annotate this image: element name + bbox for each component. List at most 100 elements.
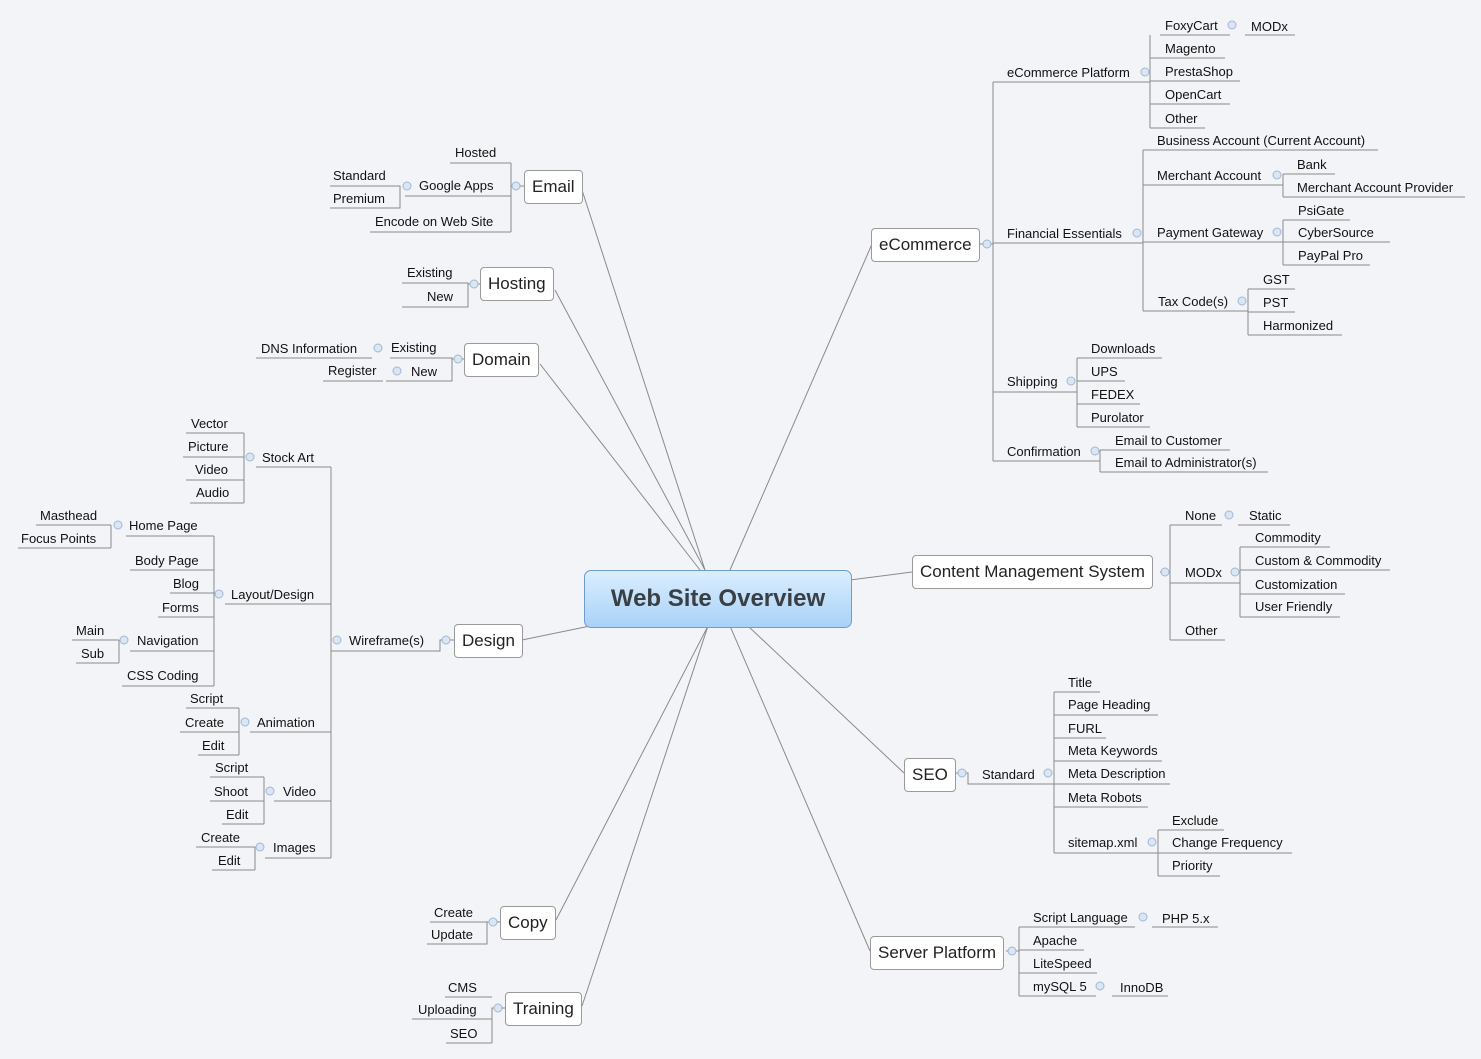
topic-copy[interactable]: Copy — [500, 906, 556, 940]
ecom-shipping[interactable]: Shipping — [1007, 374, 1058, 389]
seo-sitemap[interactable]: sitemap.xml — [1068, 835, 1138, 850]
gateway-psigate[interactable]: PsiGate — [1298, 203, 1345, 218]
sitemap-exclude[interactable]: Exclude — [1172, 813, 1219, 828]
modx-commodity[interactable]: Commodity — [1255, 530, 1321, 545]
topic-domain[interactable]: Domain — [464, 343, 539, 377]
layout-navigation[interactable]: Navigation — [137, 633, 199, 648]
platform-modx[interactable]: MODx — [1251, 19, 1288, 34]
server-script[interactable]: Script Language — [1033, 910, 1128, 925]
server-apache[interactable]: Apache — [1033, 933, 1078, 948]
seo-keywords[interactable]: Meta Keywords — [1068, 743, 1158, 758]
merchant-provider[interactable]: Merchant Account Provider — [1297, 180, 1454, 195]
layout-css[interactable]: CSS Coding — [127, 668, 199, 683]
confirm-customer[interactable]: Email to Customer — [1115, 433, 1222, 448]
stock-audio[interactable]: Audio — [196, 485, 230, 500]
platform-magento[interactable]: Magento — [1165, 41, 1216, 56]
email-encode[interactable]: Encode on Web Site — [375, 214, 494, 229]
nav-sub[interactable]: Sub — [81, 646, 105, 661]
tax-pst[interactable]: PST — [1263, 295, 1289, 310]
domain-dns[interactable]: DNS Information — [261, 341, 358, 356]
ecom-platform[interactable]: eCommerce Platform — [1007, 65, 1130, 80]
hosting-new[interactable]: New — [427, 289, 454, 304]
cms-other[interactable]: Other — [1185, 623, 1218, 638]
cms-none[interactable]: None — [1185, 508, 1217, 523]
platform-foxycart[interactable]: FoxyCart — [1165, 18, 1218, 33]
ecom-financial[interactable]: Financial Essentials — [1007, 226, 1122, 241]
layout-home-page[interactable]: Home Page — [129, 518, 198, 533]
design-video[interactable]: Video — [283, 784, 317, 799]
images-edit[interactable]: Edit — [218, 853, 241, 868]
topic-seo[interactable]: SEO — [904, 758, 956, 792]
platform-other[interactable]: Other — [1165, 111, 1198, 126]
confirm-admin[interactable]: Email to Administrator(s) — [1115, 455, 1257, 470]
home-focus-points[interactable]: Focus Points — [21, 531, 97, 546]
seo-title[interactable]: Title — [1068, 675, 1093, 690]
modx-custom[interactable]: Custom & Commodity — [1255, 553, 1382, 568]
animation-edit[interactable]: Edit — [202, 738, 225, 753]
design-layout[interactable]: Layout/Design — [231, 587, 315, 602]
topic-email[interactable]: Email — [524, 170, 583, 204]
stock-video[interactable]: Video — [195, 462, 229, 477]
layout-body-page[interactable]: Body Page — [135, 553, 199, 568]
gateway-cybersource[interactable]: CyberSource — [1298, 225, 1374, 240]
topic-cms[interactable]: Content Management System — [912, 555, 1153, 589]
root-topic[interactable]: Web Site Overview — [584, 570, 852, 628]
server-litespeed[interactable]: LiteSpeed — [1033, 956, 1092, 971]
animation-script[interactable]: Script — [190, 691, 224, 706]
merchant-bank[interactable]: Bank — [1297, 157, 1327, 172]
video-shoot[interactable]: Shoot — [214, 784, 248, 799]
design-wireframes[interactable]: Wireframe(s) — [349, 633, 425, 648]
design-animation[interactable]: Animation — [257, 715, 315, 730]
shipping-purolator[interactable]: Purolator — [1091, 410, 1144, 425]
ecom-confirmation[interactable]: Confirmation — [1007, 444, 1081, 459]
seo-heading[interactable]: Page Heading — [1068, 697, 1151, 712]
topic-hosting[interactable]: Hosting — [480, 267, 554, 301]
sitemap-priority[interactable]: Priority — [1172, 858, 1213, 873]
financial-gateway[interactable]: Payment Gateway — [1157, 225, 1264, 240]
video-script[interactable]: Script — [215, 760, 249, 775]
copy-create[interactable]: Create — [434, 905, 474, 920]
hosting-existing[interactable]: Existing — [407, 265, 453, 280]
financial-tax[interactable]: Tax Code(s) — [1158, 294, 1229, 309]
copy-update[interactable]: Update — [431, 927, 473, 942]
training-uploading[interactable]: Uploading — [418, 1002, 477, 1017]
topic-training[interactable]: Training — [505, 992, 582, 1026]
design-stock-art[interactable]: Stock Art — [262, 450, 315, 465]
stock-picture[interactable]: Picture — [188, 439, 229, 454]
animation-create[interactable]: Create — [185, 715, 225, 730]
nav-main[interactable]: Main — [76, 623, 105, 638]
server-mysql[interactable]: mySQL 5 — [1033, 979, 1087, 994]
modx-friendly[interactable]: User Friendly — [1255, 599, 1333, 614]
training-cms[interactable]: CMS — [448, 980, 477, 995]
platform-opencart[interactable]: OpenCart — [1165, 87, 1222, 102]
financial-business[interactable]: Business Account (Current Account) — [1157, 133, 1366, 148]
shipping-fedex[interactable]: FEDEX — [1091, 387, 1135, 402]
images-create[interactable]: Create — [201, 830, 241, 845]
cms-modx[interactable]: MODx — [1185, 565, 1222, 580]
email-hosted[interactable]: Hosted — [455, 145, 497, 160]
modx-customization[interactable]: Customization — [1255, 577, 1338, 592]
design-images[interactable]: Images — [273, 840, 316, 855]
topic-server-platform[interactable]: Server Platform — [870, 936, 1005, 970]
cms-static[interactable]: Static — [1249, 508, 1282, 523]
seo-standard[interactable]: Standard — [982, 767, 1035, 782]
domain-existing[interactable]: Existing — [391, 340, 437, 355]
sitemap-change[interactable]: Change Frequency — [1172, 835, 1283, 850]
tax-harmonized[interactable]: Harmonized — [1263, 318, 1334, 333]
domain-new[interactable]: New — [411, 364, 438, 379]
video-edit[interactable]: Edit — [226, 807, 249, 822]
email-premium[interactable]: Premium — [333, 191, 386, 206]
home-masthead[interactable]: Masthead — [40, 508, 98, 523]
training-seo[interactable]: SEO — [450, 1026, 478, 1041]
platform-prestashop[interactable]: PrestaShop — [1165, 64, 1233, 79]
layout-blog[interactable]: Blog — [173, 576, 200, 591]
email-standard[interactable]: Standard — [333, 168, 386, 183]
seo-description[interactable]: Meta Description — [1068, 766, 1166, 781]
shipping-ups[interactable]: UPS — [1091, 364, 1118, 379]
email-google-apps[interactable]: Google Apps — [419, 178, 494, 193]
domain-register[interactable]: Register — [328, 363, 377, 378]
gateway-paypal[interactable]: PayPal Pro — [1298, 248, 1364, 263]
layout-forms[interactable]: Forms — [162, 600, 199, 615]
financial-merchant[interactable]: Merchant Account — [1157, 168, 1262, 183]
topic-ecommerce[interactable]: eCommerce — [871, 228, 980, 262]
